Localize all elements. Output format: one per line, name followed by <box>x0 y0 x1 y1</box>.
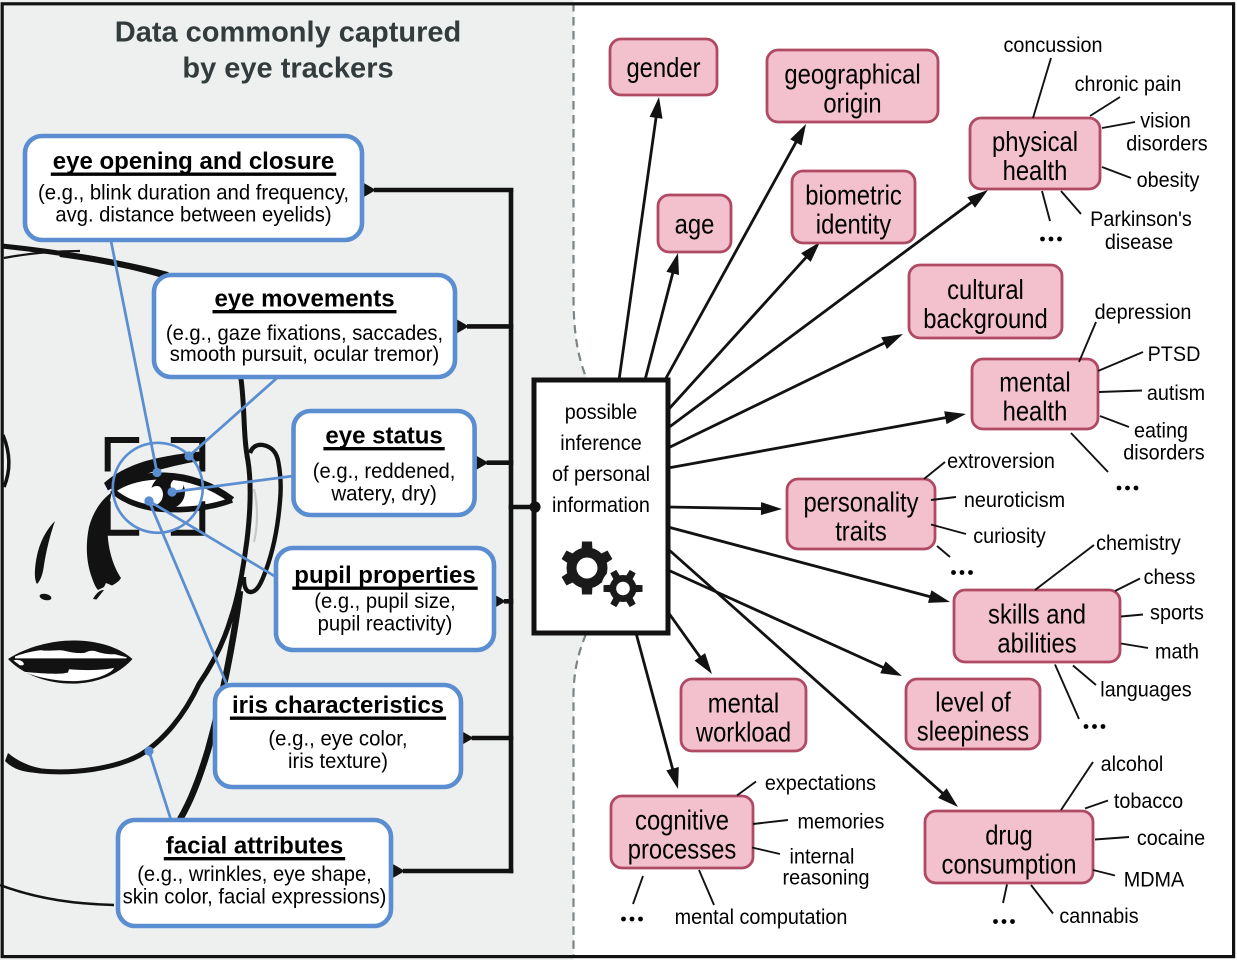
svg-text:gender: gender <box>626 52 700 83</box>
svg-text:possible: possible <box>565 401 638 424</box>
svg-text:identity: identity <box>816 209 891 240</box>
svg-text:avg. distance between eyelids): avg. distance between eyelids) <box>55 204 331 227</box>
svg-text:smooth pursuit, ocular tremor): smooth pursuit, ocular tremor) <box>170 343 439 366</box>
svg-text:(e.g., pupil size,: (e.g., pupil size, <box>314 590 456 613</box>
svg-text:processes: processes <box>628 834 737 865</box>
svg-text:(e.g., wrinkles, eye shape,: (e.g., wrinkles, eye shape, <box>137 863 372 886</box>
svg-text:abilities: abilities <box>997 628 1076 659</box>
svg-text:vision: vision <box>1140 110 1191 133</box>
svg-text:disease: disease <box>1105 231 1173 254</box>
svg-text:health: health <box>1003 396 1068 427</box>
svg-text:curiosity: curiosity <box>973 525 1046 548</box>
svg-text:watery, dry): watery, dry) <box>330 483 436 506</box>
svg-text:Data commonly captured: Data commonly captured <box>115 17 461 49</box>
svg-text:health: health <box>1003 155 1068 186</box>
svg-text:math: math <box>1155 641 1199 664</box>
svg-text:biometric: biometric <box>805 180 902 211</box>
svg-text:eating: eating <box>1134 420 1188 443</box>
svg-text:traits: traits <box>835 516 887 547</box>
svg-text:eye opening and closure: eye opening and closure <box>53 148 334 175</box>
svg-text:memories: memories <box>798 811 885 834</box>
svg-text:reasoning: reasoning <box>783 867 870 890</box>
svg-text:age: age <box>675 209 715 240</box>
svg-text:origin: origin <box>823 88 881 119</box>
svg-text:facial attributes: facial attributes <box>166 833 343 860</box>
svg-text:mental computation: mental computation <box>675 906 848 929</box>
svg-text:chess: chess <box>1144 566 1196 589</box>
svg-text:pupil reactivity): pupil reactivity) <box>318 613 453 636</box>
svg-text:information: information <box>552 494 650 517</box>
svg-text:(e.g., eye color,: (e.g., eye color, <box>268 728 407 751</box>
svg-text:obesity: obesity <box>1137 169 1200 192</box>
svg-text:cognitive: cognitive <box>635 805 729 836</box>
svg-text:workload: workload <box>695 717 791 748</box>
svg-text:inference: inference <box>560 432 641 455</box>
svg-text:Parkinson's: Parkinson's <box>1090 208 1192 231</box>
svg-text:iris texture): iris texture) <box>288 750 388 773</box>
svg-text:personality: personality <box>803 487 918 518</box>
svg-text:background: background <box>923 303 1047 334</box>
svg-text:alcohol: alcohol <box>1101 753 1164 776</box>
svg-text:(e.g., blink duration and freq: (e.g., blink duration and frequency, <box>38 182 349 205</box>
svg-text:expectations: expectations <box>765 772 876 795</box>
svg-text:disorders: disorders <box>1126 133 1207 156</box>
svg-text:iris characteristics: iris characteristics <box>232 692 444 719</box>
svg-text:eye status: eye status <box>325 423 442 450</box>
svg-text:level of: level of <box>935 687 1011 718</box>
svg-text:physical: physical <box>992 126 1078 157</box>
svg-text:drug: drug <box>985 820 1033 851</box>
svg-text:cultural: cultural <box>947 274 1024 305</box>
svg-text:autism: autism <box>1147 382 1205 405</box>
svg-text:languages: languages <box>1100 679 1191 702</box>
svg-text:neuroticism: neuroticism <box>964 489 1065 512</box>
svg-text:concussion: concussion <box>1004 34 1103 57</box>
svg-text:disorders: disorders <box>1123 442 1204 465</box>
svg-text:internal: internal <box>790 846 855 869</box>
svg-text:of personal: of personal <box>552 463 650 486</box>
svg-text:pupil properties: pupil properties <box>294 562 475 589</box>
svg-text:consumption: consumption <box>942 849 1077 880</box>
svg-text:tobacco: tobacco <box>1114 790 1183 813</box>
svg-text:PTSD: PTSD <box>1148 343 1201 366</box>
svg-text:eye movements: eye movements <box>214 286 394 313</box>
svg-text:depression: depression <box>1095 301 1192 324</box>
svg-text:chronic pain: chronic pain <box>1075 73 1182 96</box>
svg-text:extroversion: extroversion <box>947 450 1055 473</box>
svg-text:mental: mental <box>999 367 1070 398</box>
svg-text:sports: sports <box>1150 602 1204 625</box>
svg-text:by eye trackers: by eye trackers <box>182 53 393 85</box>
svg-text:(e.g., reddened,: (e.g., reddened, <box>313 460 456 483</box>
svg-text:cocaine: cocaine <box>1137 827 1205 850</box>
svg-text:MDMA: MDMA <box>1124 869 1185 892</box>
svg-text:chemistry: chemistry <box>1096 532 1181 555</box>
svg-text:geographical: geographical <box>784 59 920 90</box>
svg-text:sleepiness: sleepiness <box>917 716 1029 747</box>
svg-text:mental: mental <box>708 688 779 719</box>
svg-text:cannabis: cannabis <box>1059 905 1138 928</box>
svg-text:(e.g., gaze fixations, saccade: (e.g., gaze fixations, saccades, <box>166 322 443 345</box>
svg-text:skin color, facial expressions: skin color, facial expressions) <box>123 886 387 909</box>
svg-text:skills and: skills and <box>988 599 1086 630</box>
